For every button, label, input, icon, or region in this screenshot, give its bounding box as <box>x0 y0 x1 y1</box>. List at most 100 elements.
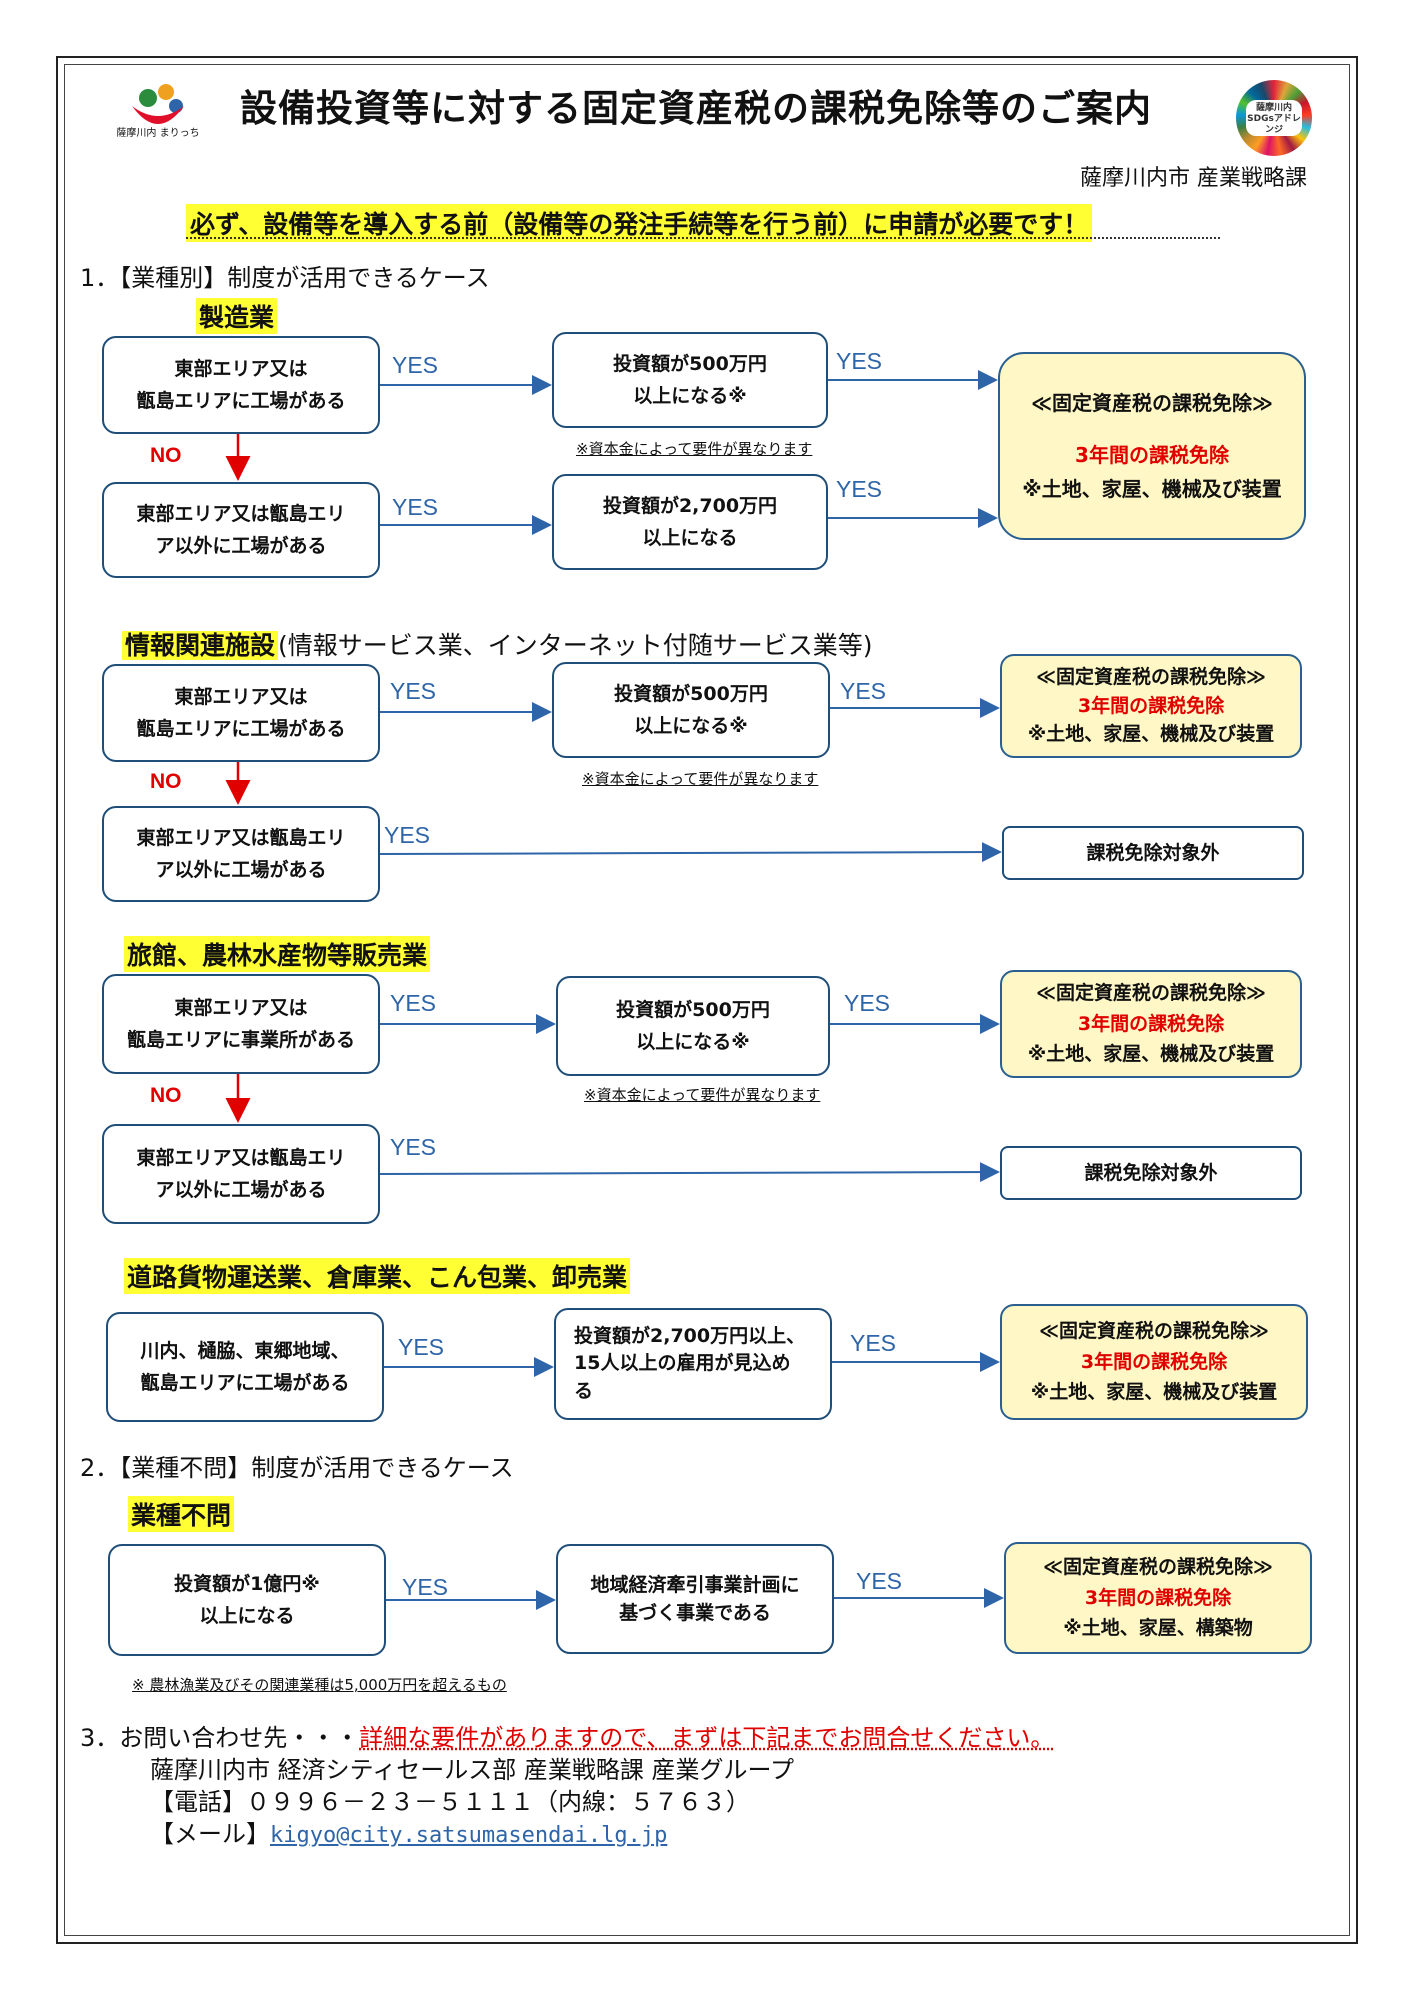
box-line: 東部エリア又は甑島エリ <box>136 502 346 525</box>
inn-excluded: 課税免除対象外 <box>1000 1146 1302 1200</box>
box-line: 3年間の課税免除 <box>1075 443 1229 467</box>
page-border <box>56 56 1358 1944</box>
category-info-note: (情報サービス業、インターネット付随サービス業等) <box>278 631 873 660</box>
box-line: 東部エリア又は <box>174 685 308 708</box>
box-line: 甑島エリアに工場がある <box>136 390 346 412</box>
yes-label: YES <box>850 1330 897 1356</box>
box-line: 投資額が2,700万円以上、 <box>574 1324 806 1347</box>
inn-invest-500: 投資額が500万円 以上になる※ <box>556 976 830 1076</box>
freight-result: ≪固定資産税の課税免除≫ 3年間の課税免除 ※土地、家屋、機械及び装置 <box>1000 1304 1308 1420</box>
freight-invest-2700-employment: 投資額が2,700万円以上、 15人以上の雇用が見込め る <box>554 1308 832 1420</box>
box-line: 以上になる※ <box>636 1031 750 1053</box>
manufacturing-invest-2700: 投資額が2,700万円 以上になる <box>552 474 828 570</box>
box-line: ≪固定資産税の課税免除≫ <box>1036 666 1266 689</box>
yes-label: YES <box>836 348 883 374</box>
mail-label: 【メール】 <box>150 1820 270 1848</box>
city-logo-text: 薩摩川内 まりっち <box>116 128 200 139</box>
section3-heading-label: 3．お問い合わせ先・・・ <box>80 1724 360 1752</box>
box-line: 東部エリア又は甑島エリ <box>136 826 346 849</box>
box-line: 地域経済牽引事業計画に <box>590 1573 800 1596</box>
box-line: 以上になる※ <box>633 385 747 407</box>
box-line: 3年間の課税免除 <box>1080 1350 1228 1373</box>
inn-outside-condition: 東部エリア又は甑島エリ ア以外に工場がある <box>102 1124 380 1224</box>
no-label: NO <box>150 770 182 793</box>
box-line: 3年間の課税免除 <box>1077 694 1225 717</box>
box-line: 甑島エリアに事業所がある <box>126 1029 355 1051</box>
inn-area-condition: 東部エリア又は 甑島エリアに事業所がある <box>102 974 380 1074</box>
box-line: 15人以上の雇用が見込め <box>574 1352 791 1375</box>
box-line: 3年間の課税免除 <box>1077 1012 1225 1035</box>
box-line: 投資額が500万円 <box>614 682 768 705</box>
box-line: 東部エリア又は <box>174 357 308 380</box>
box-line: 東部エリア又は <box>174 996 308 1019</box>
info-invest-500: 投資額が500万円 以上になる※ <box>552 662 830 758</box>
yes-label: YES <box>836 476 883 502</box>
yes-label: YES <box>398 1334 445 1360</box>
manufacturing-outside-condition: 東部エリア又は甑島エリ ア以外に工場がある <box>102 482 380 578</box>
box-line: 川内、樋脇、東郷地域、 <box>140 1339 350 1362</box>
no-label: NO <box>150 1084 182 1107</box>
freight-area-condition: 川内、樋脇、東郷地域、 甑島エリアに工場がある <box>106 1312 384 1422</box>
box-line: 以上になる <box>642 527 738 549</box>
box-line: 以上になる <box>199 1605 295 1627</box>
sdgs-logo: 薩摩川内 SDGsアドレンジ <box>1236 80 1312 156</box>
city-logo <box>118 76 198 156</box>
no-label: NO <box>150 444 182 467</box>
manufacturing-area-condition: 東部エリア又は 甑島エリアに工場がある <box>102 336 380 434</box>
box-line: ≪固定資産税の課税免除≫ <box>1043 1556 1273 1579</box>
yes-label: YES <box>402 1574 449 1600</box>
box-line: ア以外に工場がある <box>155 535 327 557</box>
page-border-inner <box>64 64 1350 1936</box>
any-result: ≪固定資産税の課税免除≫ 3年間の課税免除 ※土地、家屋、構築物 <box>1004 1542 1312 1654</box>
box-line: 投資額が2,700万円 <box>602 494 778 517</box>
category-info: 情報関連施設 <box>122 631 279 660</box>
info-result: ≪固定資産税の課税免除≫ 3年間の課税免除 ※土地、家屋、機械及び装置 <box>1000 654 1302 758</box>
box-line: 甑島エリアに工場がある <box>136 718 346 740</box>
box-line: ≪固定資産税の課税免除≫ <box>1031 391 1273 415</box>
box-line: 投資額が500万円 <box>616 998 770 1021</box>
box-line: ※土地、家屋、機械及び装置 <box>1027 1043 1275 1066</box>
yes-label: YES <box>840 678 887 704</box>
yes-label: YES <box>844 990 891 1016</box>
box-line: 投資額が1億円※ <box>174 1572 320 1595</box>
contact-organization: 薩摩川内市 経済シティセールス部 産業戦略課 産業グループ <box>150 1756 795 1784</box>
yes-label: YES <box>390 1134 437 1160</box>
box-line: る <box>574 1379 594 1402</box>
yes-label: YES <box>390 990 437 1016</box>
any-invest-100m: 投資額が1億円※ 以上になる <box>108 1544 386 1656</box>
contact-phone: 【電話】０９９６－２３－５１１１（内線：５７６３） <box>150 1788 750 1816</box>
category-manufacturing: 製造業 <box>196 298 278 334</box>
category-any-industry: 業種不問 <box>128 1496 235 1532</box>
info-excluded: 課税免除対象外 <box>1002 826 1304 880</box>
section2-heading: 2．【業種不問】制度が活用できるケース <box>80 1454 514 1482</box>
box-line: ※土地、家屋、構築物 <box>1063 1617 1253 1640</box>
page-title: 設備投資等に対する固定資産税の課税免除等のご案内 <box>240 87 1152 130</box>
capital-note: ※資本金によって要件が異なります <box>576 440 813 458</box>
department-name: 薩摩川内市 産業戦略課 <box>1080 166 1307 191</box>
section3-heading-note: 詳細な要件がありますので、まずは下記までお問合せください。 <box>359 1724 1055 1752</box>
category-inn: 旅館、農林水産物等販売業 <box>124 936 431 972</box>
yes-label: YES <box>384 822 431 848</box>
section3-heading: 3．お問い合わせ先・・・詳細な要件がありますので、まずは下記までお問合せください… <box>80 1718 1054 1753</box>
regional-plan-condition: 地域経済牽引事業計画に 基づく事業である <box>556 1544 834 1654</box>
box-line: ※土地、家屋、機械及び装置 <box>1022 477 1282 501</box>
capital-note: ※資本金によって要件が異なります <box>584 1086 821 1104</box>
inn-result: ≪固定資産税の課税免除≫ 3年間の課税免除 ※土地、家屋、機械及び装置 <box>1000 970 1302 1078</box>
manufacturing-result: ≪固定資産税の課税免除≫ 3年間の課税免除 ※土地、家屋、機械及び装置 <box>998 352 1306 540</box>
box-line: 以上になる※ <box>634 715 748 737</box>
box-line: 課税免除対象外 <box>1086 841 1220 864</box>
section1-heading: 1．【業種別】制度が活用できるケース <box>80 264 490 292</box>
yes-label: YES <box>390 678 437 704</box>
contact-mail: 【メール】kigyo@city.satsumasendai.lg.jp <box>150 1814 667 1849</box>
category-freight: 道路貨物運送業、倉庫業、こん包業、卸売業 <box>124 1258 631 1294</box>
yes-label: YES <box>856 1568 903 1594</box>
capital-note: ※資本金によって要件が異なります <box>582 770 819 788</box>
mail-link[interactable]: kigyo@city.satsumasendai.lg.jp <box>270 1823 668 1848</box>
info-outside-condition: 東部エリア又は甑島エリ ア以外に工場がある <box>102 806 380 902</box>
box-line: 東部エリア又は甑島エリ <box>136 1146 346 1169</box>
box-line: 基づく事業である <box>619 1602 771 1624</box>
box-line: ※土地、家屋、機械及び装置 <box>1027 723 1275 746</box>
yes-label: YES <box>392 352 439 378</box>
category-info-row: 情報関連施設(情報サービス業、インターネット付随サービス業等) <box>122 626 873 662</box>
agriculture-footnote: ※ 農林漁業及びその関連業種は5,000万円を超えるもの <box>132 1676 507 1694</box>
